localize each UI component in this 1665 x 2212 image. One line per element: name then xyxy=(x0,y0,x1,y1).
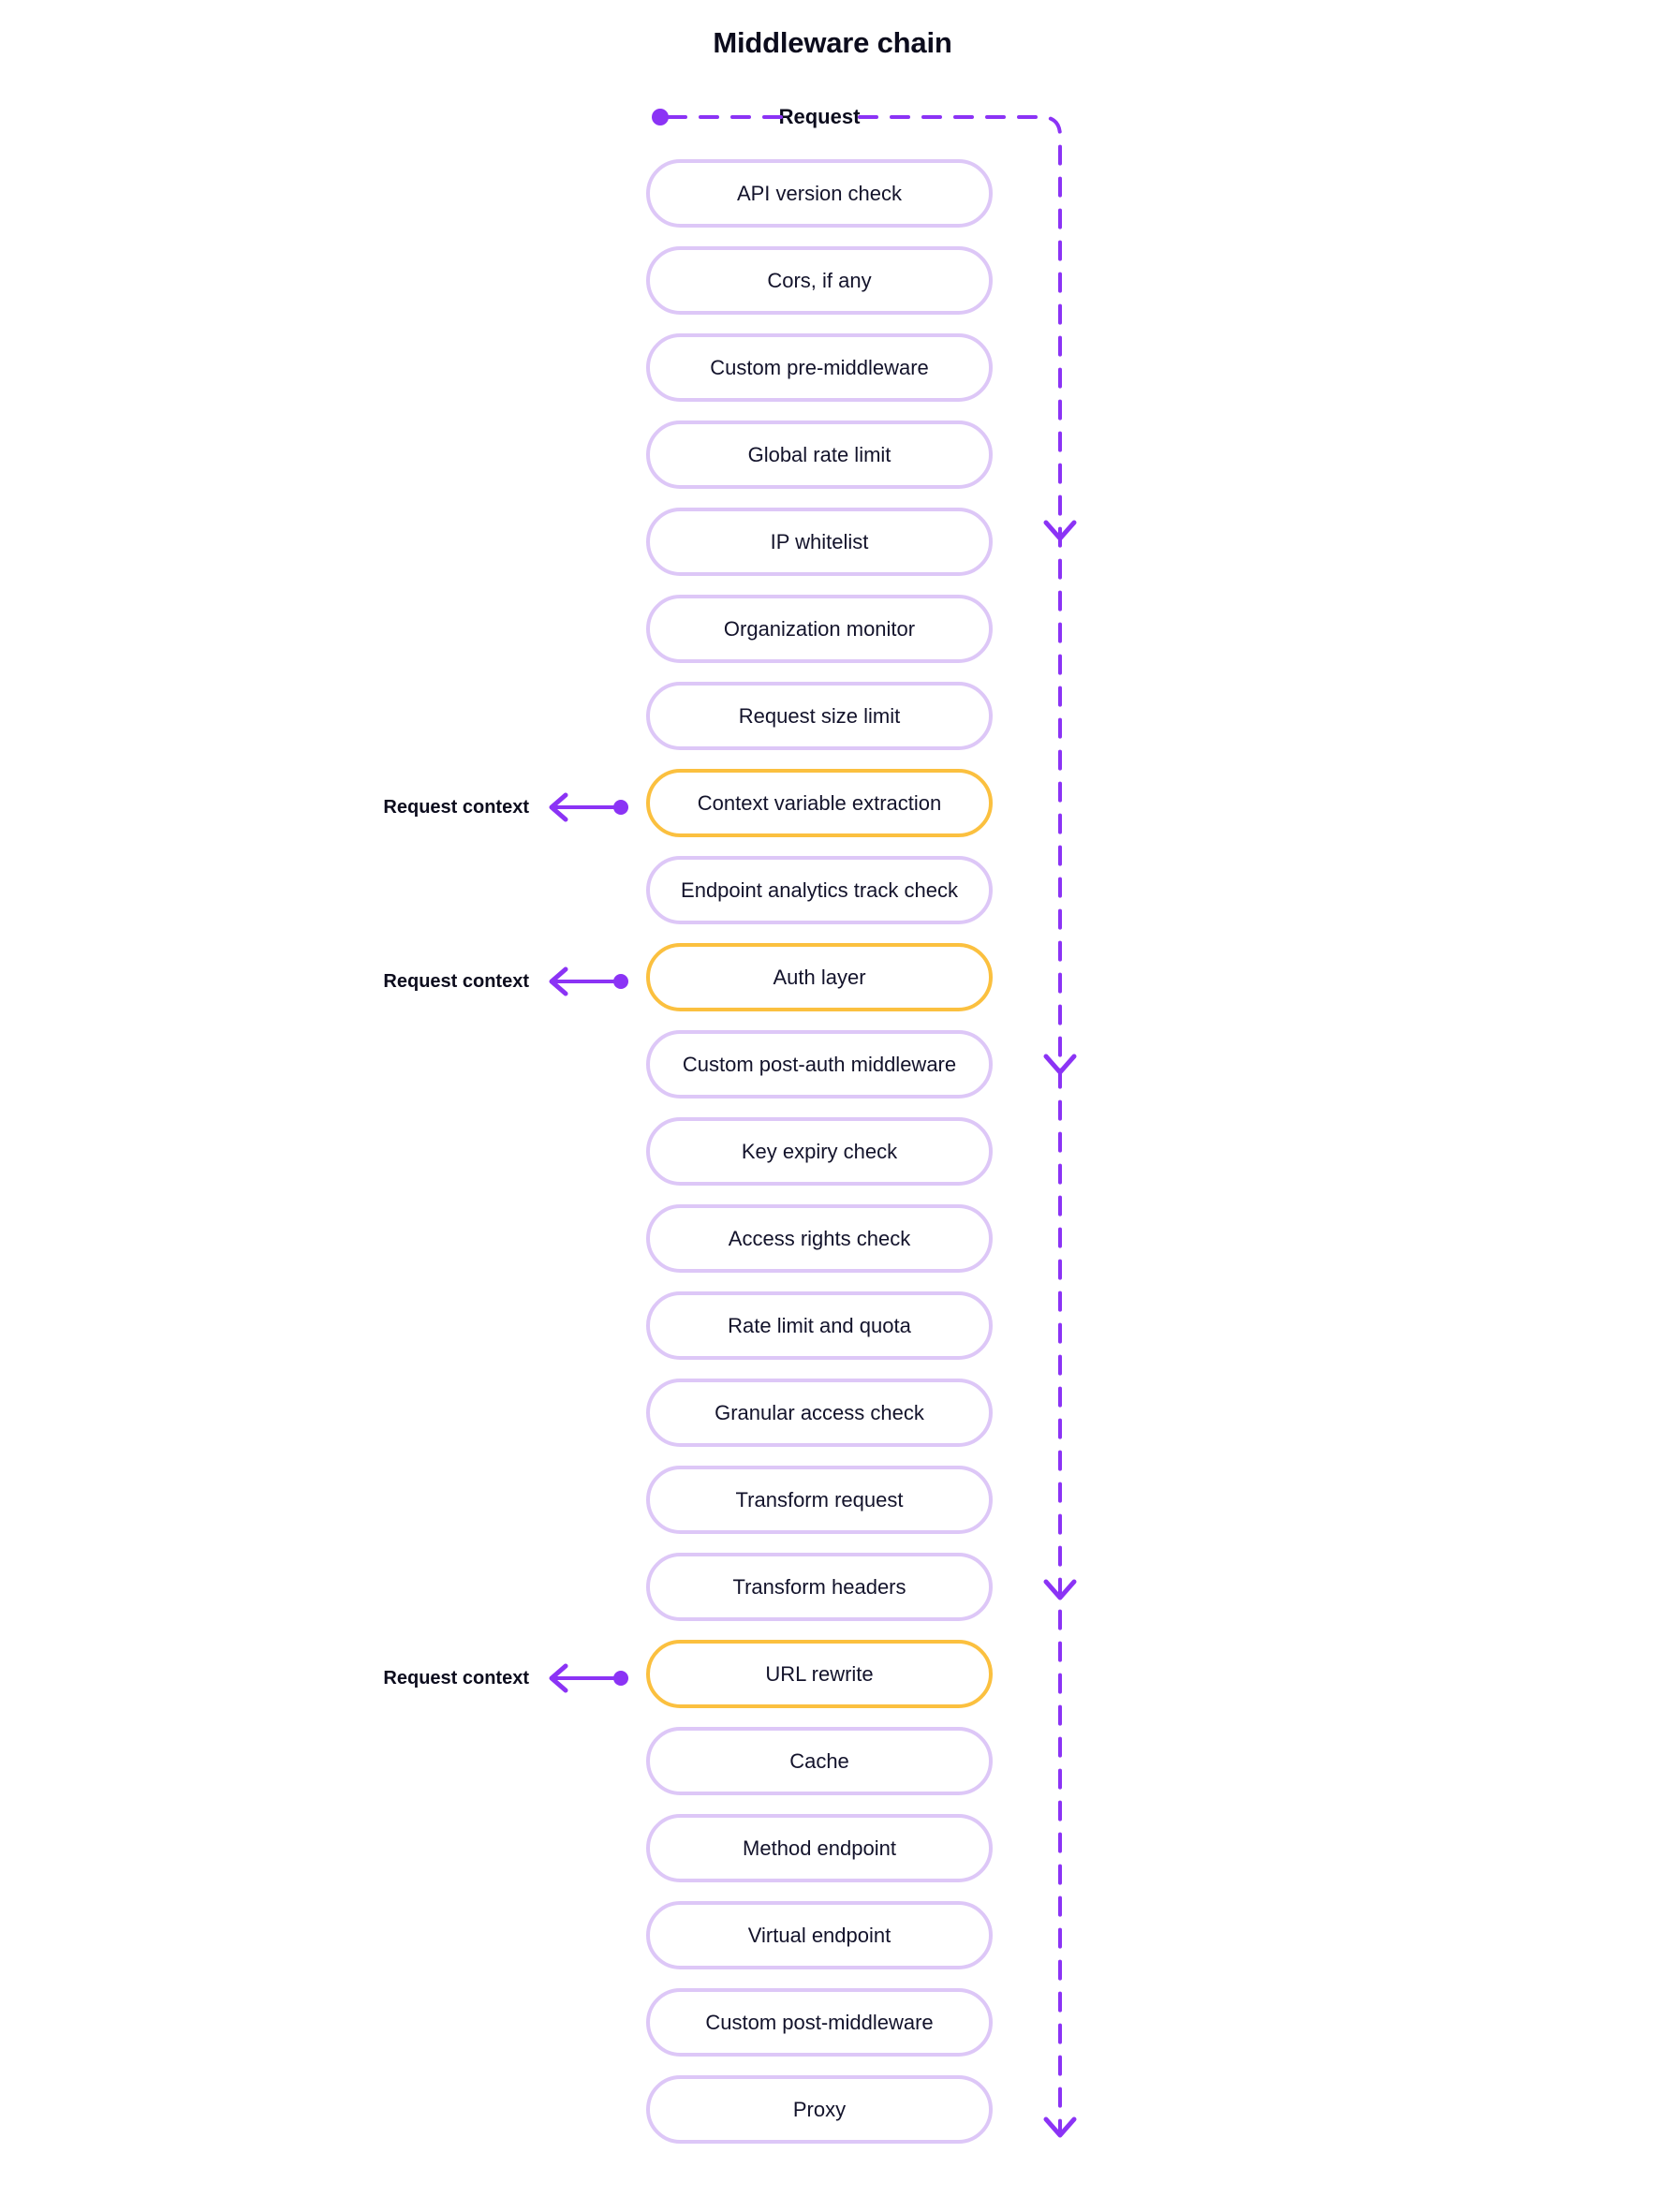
middleware-node-label: Custom pre-middleware xyxy=(710,355,929,379)
middleware-node-api-version-check[interactable]: API version check xyxy=(646,159,993,228)
side-connector-arrowhead-3 xyxy=(549,1663,568,1693)
middleware-node-label: Request size limit xyxy=(738,703,901,728)
middleware-node-label: IP whitelist xyxy=(770,529,869,553)
middleware-node-label: API version check xyxy=(736,181,903,205)
middleware-node-global-rate-limit[interactable]: Global rate limit xyxy=(646,420,993,489)
middleware-node-transform-request[interactable]: Transform request xyxy=(646,1466,993,1534)
middleware-node-virtual-endpoint[interactable]: Virtual endpoint xyxy=(646,1901,993,1969)
middleware-node-label: Transform headers xyxy=(732,1574,906,1599)
side-note-1: Request context xyxy=(356,790,529,824)
middleware-node-endpoint-analytics-track-check[interactable]: Endpoint analytics track check xyxy=(646,856,993,924)
middleware-node-custom-pre-middleware[interactable]: Custom pre-middleware xyxy=(646,333,993,402)
middleware-node-granular-access-check[interactable]: Granular access check xyxy=(646,1379,993,1447)
side-connector-dot-3 xyxy=(613,1671,628,1686)
middleware-node-custom-post-middleware[interactable]: Custom post-middleware xyxy=(646,1988,993,2057)
side-connector-dot-2 xyxy=(613,974,628,989)
side-note-label: Request context xyxy=(383,1667,529,1688)
middleware-node-context-variable-extraction[interactable]: Context variable extraction xyxy=(646,769,993,837)
middleware-node-label: Access rights check xyxy=(728,1226,911,1250)
side-connector-arrowhead-2 xyxy=(549,966,568,996)
middleware-node-label: Custom post-auth middleware xyxy=(682,1052,957,1076)
side-connector-3 xyxy=(549,1663,628,1693)
middleware-node-label: Proxy xyxy=(792,2097,847,2121)
middleware-node-label: Rate limit and quota xyxy=(728,1313,911,1337)
middleware-node-label: URL rewrite xyxy=(765,1661,874,1686)
rail-arrowhead-2 xyxy=(1043,1054,1077,1075)
middleware-node-auth-layer[interactable]: Auth layer xyxy=(646,943,993,1011)
request-entry-row: Request xyxy=(646,101,993,133)
middleware-node-label: Granular access check xyxy=(715,1400,924,1424)
middleware-node-request-size-limit[interactable]: Request size limit xyxy=(646,682,993,750)
middleware-node-custom-post-auth-middleware[interactable]: Custom post-auth middleware xyxy=(646,1030,993,1099)
middleware-node-method-endpoint[interactable]: Method endpoint xyxy=(646,1814,993,1882)
side-connector-dot-1 xyxy=(613,800,628,815)
middleware-node-label: Transform request xyxy=(735,1487,904,1512)
middleware-node-label: Virtual endpoint xyxy=(747,1923,891,1947)
middleware-node-cache[interactable]: Cache xyxy=(646,1727,993,1795)
middleware-node-ip-whitelist[interactable]: IP whitelist xyxy=(646,508,993,576)
middleware-node-rate-limit-and-quota[interactable]: Rate limit and quota xyxy=(646,1291,993,1360)
page-title: Middleware chain xyxy=(713,26,952,59)
middleware-node-access-rights-check[interactable]: Access rights check xyxy=(646,1204,993,1273)
side-note-label: Request context xyxy=(383,970,529,992)
middleware-node-proxy[interactable]: Proxy xyxy=(646,2075,993,2144)
side-note-3: Request context xyxy=(356,1661,529,1695)
middleware-node-cors-if-any[interactable]: Cors, if any xyxy=(646,246,993,315)
rail-arrowhead-1 xyxy=(1043,520,1077,541)
middleware-node-label: Key expiry check xyxy=(741,1139,898,1163)
middleware-node-label: Cors, if any xyxy=(767,268,872,292)
side-note-label: Request context xyxy=(383,796,529,818)
middleware-node-label: Organization monitor xyxy=(723,616,916,641)
middleware-node-label: Endpoint analytics track check xyxy=(681,877,958,902)
middleware-node-label: Custom post-middleware xyxy=(705,2010,934,2034)
side-connector-1 xyxy=(549,792,628,822)
side-connector-2 xyxy=(549,966,628,996)
middleware-node-url-rewrite[interactable]: URL rewrite xyxy=(646,1640,993,1708)
middleware-node-label: Auth layer xyxy=(773,965,866,989)
middleware-node-key-expiry-check[interactable]: Key expiry check xyxy=(646,1117,993,1186)
rail-arrowhead-4 xyxy=(1043,2116,1077,2138)
side-connector-arrowhead-1 xyxy=(549,792,568,822)
rail-arrowhead-3 xyxy=(1043,1579,1077,1600)
request-label: Request xyxy=(778,105,861,128)
middleware-node-label: Cache xyxy=(789,1748,849,1773)
middleware-node-organization-monitor[interactable]: Organization monitor xyxy=(646,595,993,663)
side-note-2: Request context xyxy=(356,965,529,998)
middleware-node-label: Method endpoint xyxy=(743,1836,896,1860)
middleware-node-label: Global rate limit xyxy=(747,442,891,466)
middleware-node-transform-headers[interactable]: Transform headers xyxy=(646,1553,993,1621)
middleware-node-label: Context variable extraction xyxy=(697,790,942,815)
